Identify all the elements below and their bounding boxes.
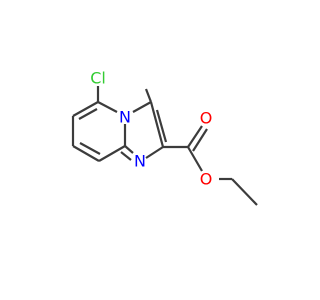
bond-n4-c9	[124, 145, 134, 154]
molecule-structure-diagram: Cl N N O O	[71, 69, 258, 206]
chlorine-atom-label: Cl	[90, 69, 106, 88]
bond-ccarbonyl-oester	[187, 146, 203, 172]
bridgehead-nitrogen-label: N	[119, 108, 131, 127]
bond-c3-c2-inner	[155, 109, 168, 143]
bond-n4-c9-inner	[120, 151, 132, 161]
atom-labels: Cl N N O O	[90, 69, 212, 189]
bond-c5-c6	[72, 101, 99, 117]
bond-ccarbonyl-ocarbonyl-1	[187, 125, 203, 148]
bond-c5-c6-inner	[78, 108, 98, 120]
carbonyl-oxygen-label: O	[200, 109, 213, 128]
bond-ch2-ch3	[231, 178, 258, 206]
bond-c8-c9	[98, 145, 126, 162]
bond-c3-c2	[149, 101, 165, 148]
bond-n1-c5	[97, 101, 118, 113]
bond-n1-c3	[132, 101, 152, 113]
bond-c7-c8-inner	[79, 142, 101, 155]
bond-c7-c8	[72, 145, 100, 162]
bond-c3-methyl	[144, 88, 153, 103]
bond-c2-n4	[145, 146, 164, 159]
imidazole-nitrogen-label: N	[134, 152, 146, 171]
bond-ccarbonyl-ocarbonyl-2	[192, 128, 208, 152]
bonds	[71, 86, 258, 206]
ester-oxygen-label: O	[200, 170, 213, 189]
